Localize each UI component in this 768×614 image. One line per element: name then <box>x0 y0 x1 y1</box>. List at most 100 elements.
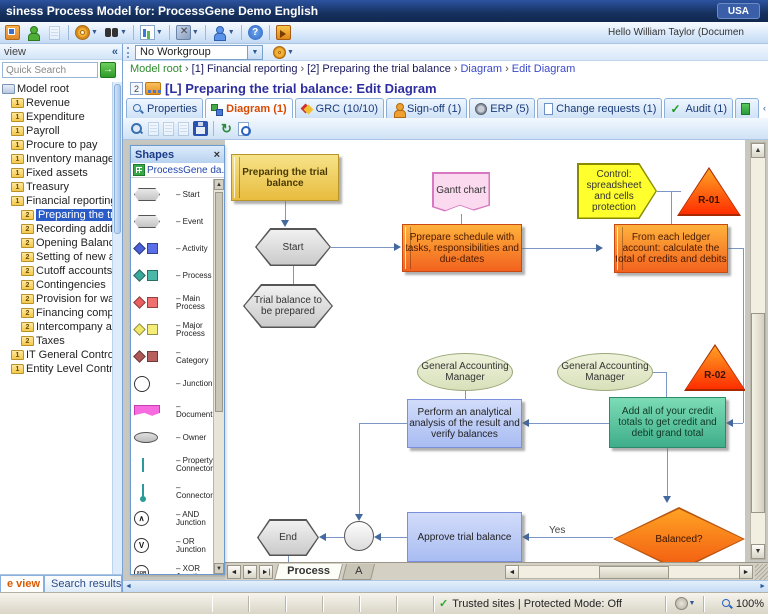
settings-button[interactable]: ▼ <box>73 23 100 42</box>
node-gantt-chart[interactable]: Gantt chart <box>432 172 490 212</box>
scroll-left-icon[interactable]: ◄ <box>125 583 132 590</box>
shape-major-process[interactable]: – Major Process <box>131 316 213 343</box>
tab-search-results[interactable]: Search results <box>44 575 122 593</box>
scroll-right-icon[interactable]: ► <box>759 583 766 590</box>
shape-connector[interactable]: – Connector <box>131 478 213 505</box>
resize-grip[interactable] <box>755 563 768 580</box>
node-prepare-schedule[interactable]: Pprepare schedule with tasks, responsibi… <box>402 224 522 272</box>
tab-change-requests[interactable]: Change requests (1) <box>537 98 663 118</box>
scroll-down-icon[interactable]: ▼ <box>751 544 765 559</box>
tree-item[interactable]: 1IT General Controls ( <box>0 348 112 362</box>
breadcrumb-model-root[interactable]: Model root <box>130 63 182 75</box>
browser-zoom-control[interactable]: 100% <box>704 595 768 612</box>
canvas-horizontal-scrollbar[interactable]: ◄ ► <box>505 564 753 579</box>
org-chart-button[interactable] <box>3 23 22 42</box>
node-control-spreadsheet[interactable]: Control: spreadsheet and cells protectio… <box>577 163 657 219</box>
node-approve-trial-balance[interactable]: Approve trial balance <box>407 512 522 562</box>
node-owner-gam-1[interactable]: General Accounting Manager <box>417 353 513 391</box>
tab-properties[interactable]: Properties <box>126 98 204 118</box>
shape-activity[interactable]: – Activity <box>131 235 213 262</box>
node-risk-r02[interactable]: R-02 <box>684 344 745 391</box>
search-button[interactable]: ▼ <box>102 23 129 42</box>
breadcrumb-preparing-trial[interactable]: [2] Preparing the trial balance <box>307 63 451 75</box>
tree-scrollbar-thumb[interactable] <box>114 84 121 234</box>
scroll-right-icon[interactable]: ► <box>739 564 753 579</box>
node-trial-balance-prepared[interactable]: Trial balance to be prepared <box>243 284 333 328</box>
sheet-nav-next-icon[interactable]: ► <box>243 564 257 579</box>
shape-junction[interactable]: – Junction <box>131 370 213 397</box>
diagram-canvas[interactable]: Yes Preparing the trial balance Start Tr… <box>225 140 745 562</box>
scrollbar-track[interactable] <box>519 564 739 579</box>
tab-diagram[interactable]: Diagram (1) <box>205 98 293 118</box>
tab-erp[interactable]: ERP (5) <box>469 98 536 118</box>
tree-scrollbar[interactable] <box>112 82 122 574</box>
node-balanced-decision[interactable]: Balanced? <box>613 507 745 562</box>
tree-item-model-root[interactable]: Model root <box>0 82 112 96</box>
tab-audit[interactable]: Audit (1) <box>664 98 734 118</box>
tab-grc[interactable]: GRC (10/10) <box>294 98 385 118</box>
node-risk-r01[interactable]: R-01 <box>677 167 741 216</box>
help-button[interactable] <box>246 23 265 42</box>
zone-button[interactable]: ▼ <box>666 595 704 612</box>
sheet-nav-last-icon[interactable]: ►| <box>259 564 273 579</box>
tools-button[interactable]: ▼ <box>174 23 201 42</box>
shape-event[interactable]: – Event <box>131 208 213 235</box>
quick-search-input[interactable] <box>2 62 98 78</box>
collapse-panel-icon[interactable]: « <box>111 45 118 58</box>
scroll-down-icon[interactable]: ▼ <box>214 563 224 574</box>
shape-owner[interactable]: – Owner <box>131 424 213 451</box>
add-user-button[interactable] <box>24 23 43 42</box>
shape-property-connector[interactable]: – Property Connector <box>131 451 213 478</box>
canvas-vertical-scrollbar[interactable]: ▲ ▼ <box>750 142 766 560</box>
tab-partial[interactable] <box>735 98 760 118</box>
search-go-button[interactable]: → <box>100 62 116 78</box>
sheet-nav-prev-icon[interactable]: ◄ <box>227 564 241 579</box>
scrollbar-thumb[interactable] <box>599 565 669 579</box>
outer-horizontal-scrollbar[interactable]: ◄ ► <box>123 580 768 592</box>
shapes-scrollbar[interactable]: ▲ ▼ <box>213 179 224 574</box>
user-button[interactable]: ▼ <box>210 23 237 42</box>
close-icon[interactable]: × <box>213 148 220 161</box>
shape-or-junction[interactable]: V– OR Junction <box>131 532 213 559</box>
region-selector[interactable]: USA <box>716 3 760 19</box>
node-end[interactable]: End <box>257 519 319 556</box>
node-add-totals[interactable]: Add all of your credit totals to get cre… <box>609 397 726 448</box>
breadcrumb-edit-diagram[interactable]: Edit Diagram <box>511 63 576 75</box>
stencil-item[interactable]: ProcessGene da... <box>131 163 224 178</box>
node-analytical-analysis[interactable]: Perform an analytical analysis of the re… <box>407 399 522 448</box>
node-owner-gam-2[interactable]: General Accounting Manager <box>557 353 653 391</box>
sheet-tab-a[interactable]: A <box>341 563 376 580</box>
shape-category[interactable]: – Category <box>131 343 213 370</box>
shape-xor-junction[interactable]: XOR– XOR Junction <box>131 559 213 574</box>
reports-button[interactable]: ▼ <box>138 23 165 42</box>
scroll-left-icon[interactable]: ◄ <box>505 564 519 579</box>
breadcrumb-financial-reporting[interactable]: [1] Financial reporting <box>191 63 298 75</box>
workgroup-settings-button[interactable]: ▼ <box>271 43 296 62</box>
scroll-up-icon[interactable]: ▲ <box>751 143 765 158</box>
node-junction[interactable] <box>344 521 374 551</box>
tab-scroll-left-icon[interactable]: ‹ <box>763 103 767 113</box>
shapes-scrollbar-thumb[interactable] <box>215 192 223 412</box>
shape-main-process[interactable]: – Main Process <box>131 289 213 316</box>
chevron-down-icon[interactable]: ▼ <box>247 45 262 59</box>
refresh-icon[interactable] <box>219 121 234 136</box>
node-process-title[interactable]: Preparing the trial balance <box>231 154 339 201</box>
save-icon[interactable] <box>193 121 208 136</box>
node-ledger-calc[interactable]: From each ledger account: calculate the … <box>614 224 728 273</box>
